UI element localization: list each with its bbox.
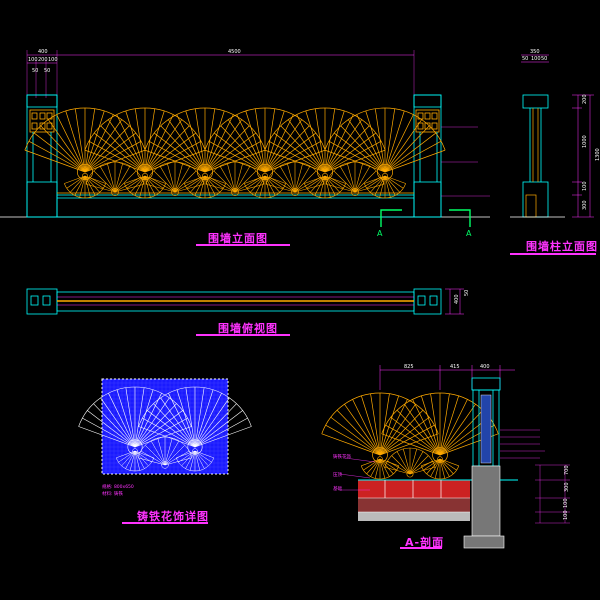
right-pillar bbox=[413, 94, 442, 218]
pillar-elevation-title: 围墙柱立面图 bbox=[526, 240, 598, 253]
dim-sub-2: 100 bbox=[48, 57, 58, 63]
footing bbox=[471, 465, 501, 537]
detail-spec-label: 规格: 800x650 bbox=[102, 483, 134, 490]
dim-pillar-top-2: 100 bbox=[531, 56, 541, 62]
dim-sub-4: 50 bbox=[44, 68, 50, 74]
pillar-elevation: 350 50 100 50 200 1000 100 300 1300 bbox=[510, 49, 600, 218]
wall-base bbox=[56, 194, 415, 218]
ornament-detail: 规格: 800x650 材料: 铸铁 bbox=[78, 378, 252, 497]
dim-section-1: 415 bbox=[450, 364, 460, 370]
dim-pillar-width: 400 bbox=[38, 49, 48, 55]
dim-wall-length: 4500 bbox=[228, 49, 241, 55]
dim-section-side-1: 300 bbox=[564, 482, 570, 492]
dim-sub-0: 100 bbox=[28, 57, 38, 63]
red-soil-layer bbox=[358, 480, 470, 498]
plan-title-underline bbox=[196, 334, 290, 336]
dim-section-side-3: 100 bbox=[563, 510, 569, 520]
dim-section-side-2: 100 bbox=[563, 498, 569, 508]
dim-pillar-total: 1300 bbox=[595, 148, 600, 161]
dim-pillar-top-0: 350 bbox=[530, 49, 540, 55]
dim-pillar-top-3: 50 bbox=[541, 56, 547, 62]
dim-pillar-side-0: 200 bbox=[582, 94, 588, 104]
section-label-left: A bbox=[377, 229, 383, 238]
section-note-0: 铸铁花饰 bbox=[333, 453, 351, 460]
gravel-layer bbox=[358, 512, 470, 521]
detail-fan-ornaments bbox=[78, 386, 252, 472]
dim-sub-1: 200 bbox=[38, 57, 48, 63]
dim-plan-1: 50 bbox=[464, 290, 470, 296]
section-a: 825 415 400 bbox=[321, 364, 570, 549]
elevation-title: 围墙立面图 bbox=[208, 232, 268, 245]
elevation-leaders bbox=[441, 126, 490, 197]
section-note-1: 压顶 bbox=[333, 472, 342, 478]
detail-title-underline bbox=[122, 522, 208, 524]
detail-material-label: 材料: 铸铁 bbox=[102, 490, 123, 497]
section-title: A-剖面 bbox=[405, 536, 445, 549]
dim-sub-3: 50 bbox=[32, 68, 38, 74]
detail-title: 铸铁花饰详图 bbox=[137, 510, 209, 523]
pillar-title-underline bbox=[510, 253, 596, 255]
plan-title: 围墙俯视图 bbox=[218, 322, 278, 335]
dim-pillar-top-1: 50 bbox=[522, 56, 528, 62]
section-note-2: 基础 bbox=[333, 485, 342, 492]
section-title-underline bbox=[400, 547, 442, 549]
elevation-title-underline bbox=[196, 244, 290, 246]
dim-pillar-side-2: 100 bbox=[582, 181, 588, 191]
dim-section-0: 825 bbox=[404, 364, 414, 370]
left-pillar bbox=[26, 94, 58, 218]
dim-plan-0: 400 bbox=[454, 294, 460, 304]
dim-pillar-side-3: 300 bbox=[582, 200, 588, 210]
dim-pillar-side-1: 1000 bbox=[582, 135, 588, 148]
cast-iron-fan-ornaments bbox=[24, 107, 446, 199]
wall-elevation: 400 4500 100 200 100 50 50 bbox=[0, 49, 490, 238]
brick-layer bbox=[358, 498, 470, 512]
dim-section-side-0: 700 bbox=[564, 465, 570, 475]
dim-section-2: 400 bbox=[480, 364, 490, 370]
section-mark-a bbox=[380, 209, 471, 227]
section-label-right: A bbox=[466, 229, 472, 238]
wall-plan: 400 50 bbox=[26, 288, 470, 315]
